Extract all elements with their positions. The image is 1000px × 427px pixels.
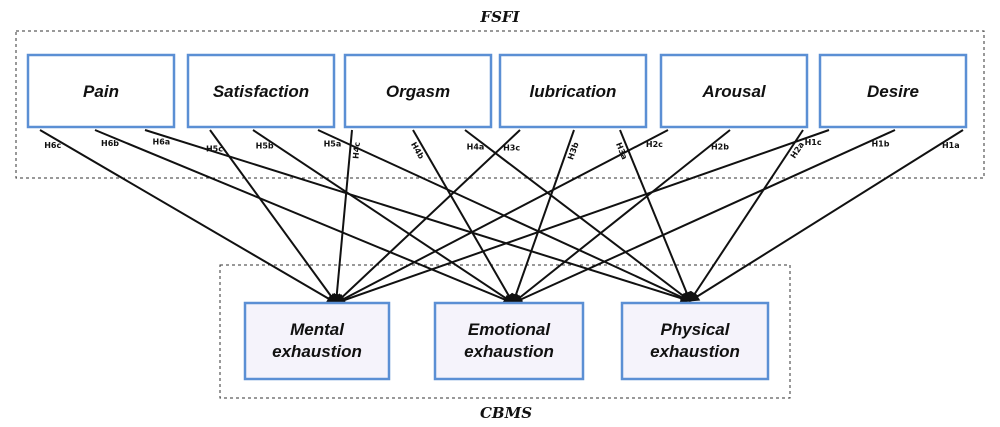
fsfi-node-box	[659, 53, 809, 129]
edge-arrow	[252, 129, 514, 304]
cbms-node-emotional: Emotional exhaustion	[433, 301, 585, 381]
edge-arrow	[94, 129, 514, 305]
edge-arrow	[317, 129, 691, 302]
edge-label: H4b	[409, 141, 426, 161]
edge-arrow	[144, 129, 691, 304]
edge-h4c: H4c	[331, 129, 362, 304]
fsfi-node-arousal: Arousal	[659, 53, 809, 129]
fsfi-node-box	[186, 53, 336, 129]
edge-h6c: H6c	[39, 129, 337, 304]
fsfi-group-frame	[15, 30, 985, 179]
fsfi-node-label: Desire	[867, 82, 919, 101]
cbms-node-label-line: exhaustion	[650, 342, 740, 361]
cbms-node-label-line: Mental	[290, 320, 345, 339]
fsfi-node-box	[26, 53, 176, 129]
edge-h1c: H1c	[335, 129, 830, 305]
edge-h4b: H4b	[409, 129, 514, 304]
edge-label: H2b	[711, 143, 729, 152]
edge-arrow	[512, 129, 731, 304]
fsfi-node-label: Arousal	[701, 82, 767, 101]
edge-label: H1c	[805, 138, 822, 147]
edge-h4a: H4a	[464, 129, 691, 302]
edge-label: H1a	[942, 141, 960, 150]
cbms-node-box	[243, 301, 391, 381]
cbms-node-box	[620, 301, 770, 381]
edge-h5b: H5b	[252, 129, 514, 304]
edge-label: H5b	[256, 142, 274, 151]
edge-label: H5c	[206, 144, 223, 153]
fsfi-node-pain: Pain	[26, 53, 176, 129]
fsfi-node-label: Orgasm	[386, 82, 450, 101]
cbms-node-mental: Mental exhaustion	[243, 301, 391, 381]
edge-arrow	[689, 129, 804, 302]
fsfi-node-lubrication: lubrication	[498, 53, 648, 129]
fsfi-group-title: FSFI	[479, 8, 520, 26]
edge-h3c: H3c	[335, 129, 521, 304]
edge-h2b: H2b	[512, 129, 731, 304]
edge-label: H2c	[646, 140, 663, 149]
cbms-node-physical: Physical exhaustion	[620, 301, 770, 381]
fsfi-node-label: lubrication	[530, 82, 617, 101]
fsfi-node-desire: Desire	[818, 53, 968, 129]
edge-h3a: H3a	[614, 129, 692, 302]
edge-layer: H1aH1bH1cH2aH2bH2cH3aH3bH3cH4aH4bH4cH5aH…	[39, 129, 964, 305]
fsfi-node-box	[498, 53, 648, 129]
edge-label: H5a	[324, 140, 342, 149]
fsfi-node-label: Satisfaction	[213, 82, 309, 101]
edge-h1b: H1b	[512, 129, 896, 304]
edge-arrow	[39, 129, 337, 304]
edge-arrow	[619, 129, 692, 302]
edge-arrow	[335, 129, 669, 304]
edge-h5c: H5c	[206, 129, 337, 304]
cbms-node-label-line: exhaustion	[272, 342, 362, 361]
edge-h2c: H2c	[335, 129, 669, 304]
edge-label: H4a	[467, 142, 485, 151]
cbms-node-label-line: exhaustion	[464, 342, 554, 361]
edge-label: H6a	[153, 138, 171, 147]
edge-arrow	[511, 129, 575, 304]
edge-label: H1b	[871, 139, 889, 148]
cbms-node-label-line: Emotional	[468, 320, 551, 339]
fsfi-node-box	[818, 53, 968, 129]
fsfi-node-orgasm: Orgasm	[343, 53, 493, 129]
cbms-group-title: CBMS	[480, 404, 532, 422]
cbms-node-box	[433, 301, 585, 381]
edge-arrow	[209, 129, 337, 304]
edge-h6a: H6a	[144, 129, 691, 304]
edge-h1a: H1a	[689, 129, 964, 302]
edge-label: H3c	[503, 143, 520, 152]
fsfi-node-satisfaction: Satisfaction	[186, 53, 336, 129]
edge-arrow	[335, 129, 521, 304]
fsfi-node-label: Pain	[83, 82, 119, 101]
cbms-group-frame	[219, 264, 791, 399]
edge-h5a: H5a	[317, 129, 691, 302]
node-layer: Pain Satisfaction Orgasm lubrication Arousal…	[26, 53, 968, 381]
edge-label: H4c	[351, 141, 362, 159]
fsfi-node-box	[343, 53, 493, 129]
edge-label: H6c	[44, 141, 61, 150]
edge-arrow	[689, 129, 964, 302]
edge-arrow	[331, 129, 353, 304]
edge-label: H6b	[101, 139, 119, 148]
edge-arrow	[512, 129, 896, 304]
edge-arrow	[335, 129, 830, 305]
edge-arrow	[412, 129, 514, 304]
cbms-node-label-line: Physical	[661, 320, 731, 339]
edge-h6b: H6b	[94, 129, 514, 305]
edge-arrow	[464, 129, 691, 302]
